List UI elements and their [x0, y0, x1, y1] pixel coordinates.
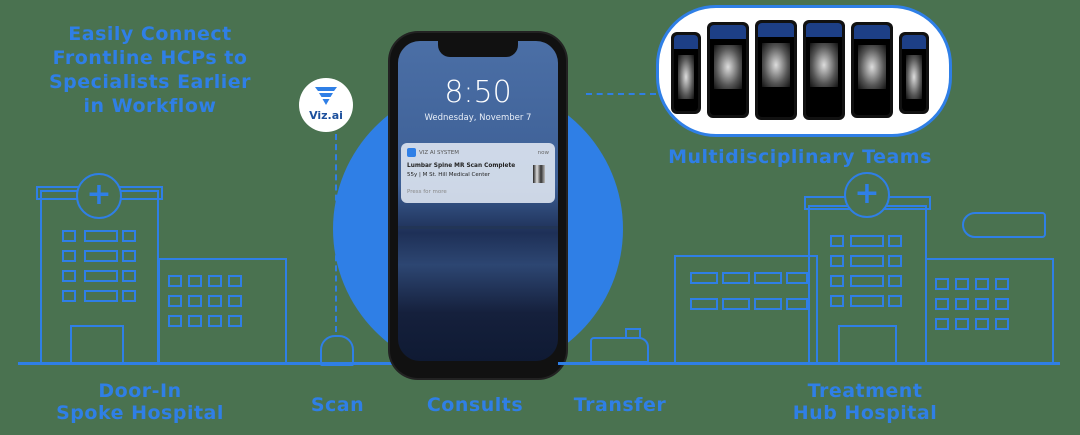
teams-label: Multidisciplinary Teams [668, 146, 932, 168]
ground-line [668, 362, 1060, 365]
stage-consults: Consults [426, 394, 524, 416]
stage-transfer: Transfer [573, 394, 667, 416]
mini-phone [803, 20, 845, 120]
viz-ai-logo: Viz.ai [299, 78, 353, 132]
viz-app-icon [407, 148, 416, 157]
ground-line [558, 362, 668, 365]
hospital-wing [925, 258, 1054, 364]
medical-cross-icon: + [844, 172, 890, 218]
dashed-connector-vertical [335, 134, 337, 332]
headline-line: in Workflow [83, 95, 217, 117]
headline-line: Easily Connect [68, 23, 232, 45]
notification-subtitle: 55y | M St. Hill Medical Center [407, 172, 491, 178]
hospital-wing [158, 258, 287, 364]
helicopter-icon [962, 212, 1046, 238]
phone-notch [438, 41, 518, 57]
notification-card[interactable]: VIZ AI SYSTEM now Lumbar Spine MR Scan C… [401, 143, 555, 203]
garage-building [674, 255, 818, 364]
viz-v-logo-icon [315, 87, 337, 105]
mini-phone [851, 22, 893, 118]
spine-scan-thumbnail [533, 165, 545, 183]
notification-hint: Press for more [407, 189, 447, 195]
logo-text: Viz.ai [309, 109, 343, 122]
notification-app: VIZ AI SYSTEM [419, 150, 459, 156]
mini-phone [899, 32, 929, 114]
dashed-connector-horizontal [586, 93, 656, 95]
headline-line: Specialists Earlier [48, 71, 252, 93]
mini-phone [707, 22, 749, 118]
headline-line: Frontline HCPs to [52, 47, 248, 69]
lock-time: 8:50 [444, 75, 512, 110]
ct-scanner-icon [320, 335, 354, 366]
ground-line [18, 362, 398, 365]
multidisciplinary-teams-panel [656, 5, 952, 137]
stage-scan: Scan [310, 394, 365, 416]
notification-title: Lumbar Spine MR Scan Complete [407, 163, 516, 169]
hospital-door [838, 325, 897, 364]
headline: Easily Connect Frontline HCPs to Special… [20, 22, 280, 118]
mini-phone [671, 32, 701, 114]
notification-time: now [537, 150, 549, 156]
mini-phone [755, 20, 797, 120]
lock-screen: 8:50 Wednesday, November 7 VIZ AI SYSTEM… [398, 41, 558, 361]
medical-cross-icon: + [76, 173, 122, 219]
phone-mockup: 8:50 Wednesday, November 7 VIZ AI SYSTEM… [390, 33, 566, 378]
hospital-door [70, 325, 124, 364]
lock-date: Wednesday, November 7 [424, 113, 532, 123]
